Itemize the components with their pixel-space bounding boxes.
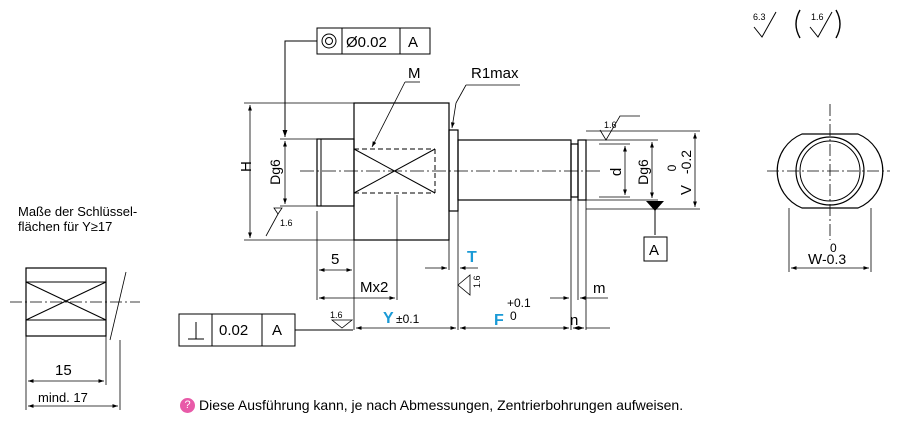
T-label: T [467, 249, 477, 266]
F-tol-upper: +0.1 [507, 296, 531, 310]
W-tol-upper: 0 [830, 241, 837, 255]
mind17-label: mind. 17 [38, 390, 88, 405]
W-tol-lower: -0.3 [822, 251, 846, 267]
R1max-label: R1max [471, 65, 519, 82]
V-label: V [678, 185, 695, 195]
bracket-finish-value: 1.6 [811, 12, 824, 22]
perpendicularity-value: 0.02 [219, 322, 248, 339]
H-label: H [238, 161, 255, 172]
dimension-lines [244, 81, 700, 330]
n-label: n [570, 312, 578, 329]
general-finish-value: 6.3 [753, 12, 766, 22]
perpendicularity-frame [178, 313, 353, 347]
Mx2-label: Mx2 [360, 279, 388, 296]
concentricity-datum: A [408, 34, 418, 51]
dim-5-label: 5 [331, 251, 339, 268]
dim-15-label: 15 [55, 362, 72, 379]
Dg6-left-label: Dg6 [267, 159, 283, 185]
wrench-flat-view [10, 267, 140, 410]
datum-A-label: A [649, 242, 659, 259]
V-tol-lower: -0.2 [678, 150, 694, 174]
concentricity-value: Ø0.02 [346, 34, 387, 51]
datum-A-marker [643, 201, 668, 262]
concentricity-leader [282, 40, 317, 137]
Y-label: Y [383, 310, 394, 327]
M-label: M [408, 65, 421, 82]
footer-note-text: Diese Ausführung kann, je nach Abmessung… [199, 397, 684, 413]
wrench-note-line1: Maße der Schlüssel- [18, 204, 138, 219]
perpendicularity-datum: A [272, 322, 282, 339]
finish-r3: 1.6 [472, 275, 482, 288]
finish-r1: 1.6 [604, 120, 617, 130]
wrench-note-line2: flächen für Y≥17 [18, 219, 113, 234]
W-label: W [808, 251, 823, 268]
wrench-note: Maße der Schlüssel- flächen für Y≥17 [18, 204, 137, 234]
finish-r4: 1.6 [330, 310, 343, 320]
F-tol-lower: 0 [510, 309, 517, 323]
shaft-main-view [300, 102, 600, 241]
top-right-finish [753, 9, 841, 39]
footer-note: ? Diese Ausführung kann, je nach Abmessu… [180, 397, 683, 413]
end-view [767, 104, 890, 272]
finish-r2: 1.6 [280, 218, 293, 228]
info-icon: ? [180, 397, 195, 413]
Dg6-right-label: Dg6 [635, 159, 651, 185]
F-label: F [494, 312, 504, 329]
d-label: d [608, 168, 625, 176]
m-label: m [593, 280, 606, 297]
V-tol-upper: 0 [665, 164, 679, 171]
Y-tol-label: ±0.1 [396, 312, 420, 326]
finish-marks [265, 115, 640, 329]
